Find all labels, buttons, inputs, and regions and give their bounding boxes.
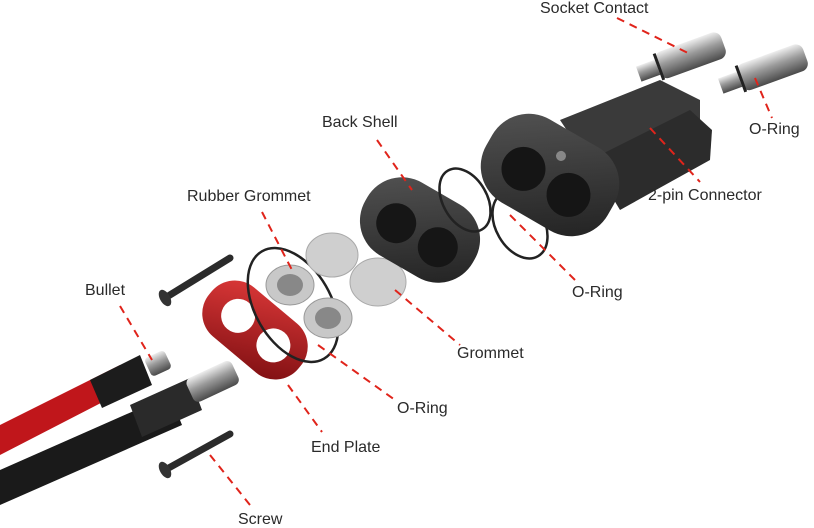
label-2-pin-connector: 2-pin Connector: [648, 187, 762, 204]
end-plate-shape: [202, 280, 308, 380]
leader-socket-contact: [616, 17, 693, 56]
leader-end-plate: [287, 384, 323, 433]
label-grommet: Grommet: [457, 345, 524, 362]
leader-2-pin-connector: [649, 127, 701, 183]
label-screw: Screw: [238, 511, 283, 528]
label-o-ring-middle: O-Ring: [572, 284, 623, 301]
leader-grommet: [394, 289, 461, 346]
leader-back-shell: [376, 139, 413, 191]
label-o-ring-top: O-Ring: [749, 121, 800, 138]
two-pin-connector-shape: [480, 80, 712, 237]
label-end-plate: End Plate: [311, 439, 381, 456]
label-socket-contact: Socket Contact: [540, 0, 649, 17]
label-bullet: Bullet: [85, 282, 126, 299]
leader-rubber-grommet: [261, 211, 293, 271]
leader-lines: [119, 17, 773, 506]
screws: [158, 254, 234, 479]
back-shell-shape: [359, 177, 481, 283]
leader-o-ring-bottom: [317, 344, 396, 401]
label-o-ring-bottom: O-Ring: [397, 400, 448, 417]
bullet-contacts: [145, 350, 239, 402]
leader-o-ring-top: [754, 77, 773, 119]
label-rubber-grommet: Rubber Grommet: [187, 188, 311, 205]
leader-o-ring-middle: [509, 214, 576, 281]
leader-bullet: [119, 305, 153, 361]
o-ring-small-1: [438, 167, 492, 233]
leader-screw: [209, 454, 251, 506]
o-ring-large: [246, 246, 340, 364]
grommets: [265, 232, 407, 339]
cables: [0, 355, 202, 505]
label-back-shell: Back Shell: [322, 114, 398, 131]
